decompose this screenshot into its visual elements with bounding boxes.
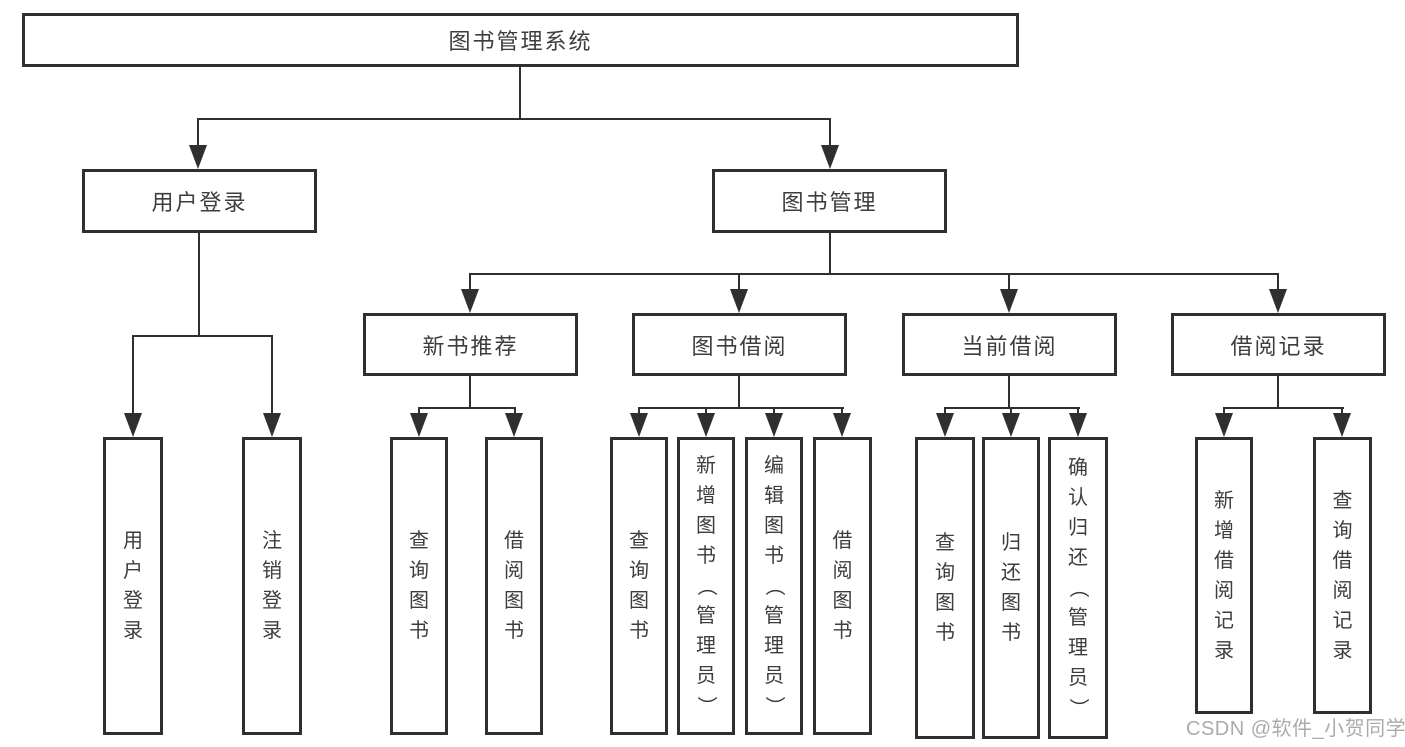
arrowhead-leaf-logout: [263, 413, 281, 437]
connector-records-stem: [1277, 376, 1279, 407]
arrowhead-br-leaf2: [1333, 413, 1351, 437]
connector-cb-leaf2-drop: [1010, 407, 1012, 415]
node-root-label: 图书管理系统: [448, 29, 593, 54]
leaf-br-add-record: 新增借阅记录: [1195, 437, 1253, 714]
arrowhead-new-books: [461, 289, 479, 313]
connector-root-stem: [519, 67, 521, 119]
leaf-br-query-record: 查询借阅记录: [1313, 437, 1372, 714]
connector-borrow-branch: [638, 407, 844, 409]
arrowhead-nb-leaf2: [505, 413, 523, 437]
connector-bb-leaf3-drop: [773, 407, 775, 415]
connector-current-stem: [1008, 376, 1010, 407]
leaf-bb-borrow-books-label: 借阅图书: [832, 530, 853, 642]
connector-level2-branch: [469, 273, 1279, 275]
connector-bb-leaf4-drop: [841, 407, 843, 415]
connector-nb-leaf2-drop: [514, 407, 516, 415]
leaf-bb-query-books-label: 查询图书: [629, 530, 649, 642]
csdn-watermark: CSDN @软件_小贺同学: [1186, 718, 1405, 740]
arrowhead-book-mgmt: [821, 145, 839, 169]
arrowhead-nb-leaf1: [410, 413, 428, 437]
connector-book-mgmt-drop: [829, 118, 831, 147]
node-user-login-label: 用户登录: [151, 190, 248, 215]
arrowhead-cb-leaf3: [1069, 413, 1087, 437]
leaf-user-login: 用户登录: [103, 437, 163, 735]
leaf-cb-confirm-return-admin-label: 确认归还（管理员）: [1067, 457, 1089, 718]
connector-current-branch: [944, 407, 1080, 409]
node-borrow-records-label: 借阅记录: [1230, 333, 1327, 359]
connector-cb-leaf1-drop: [944, 407, 946, 415]
leaf-cb-return-books-label: 归还图书: [1001, 532, 1021, 644]
leaf-bb-edit-books-admin: 编辑图书（管理员）: [745, 437, 803, 735]
connector-bb-leaf1-drop: [638, 407, 640, 415]
leaf-cb-return-books: 归还图书: [982, 437, 1040, 739]
node-book-management: 图书管理: [712, 169, 947, 233]
arrowhead-cb-leaf2: [1002, 413, 1020, 437]
arrowhead-leaf-login: [124, 413, 142, 437]
leaf-nb-borrow-books: 借阅图书: [485, 437, 543, 735]
leaf-cb-confirm-return-admin: 确认归还（管理员）: [1048, 437, 1108, 739]
connector-leaf-logout-drop: [271, 335, 273, 415]
connector-new-books-stem: [469, 376, 471, 407]
arrowhead-user-login: [189, 145, 207, 169]
connector-br-leaf1-drop: [1223, 407, 1225, 415]
node-current-borrow-label: 当前借阅: [961, 333, 1058, 359]
connector-leaf-login-drop: [132, 335, 134, 415]
arrowhead-borrow: [730, 289, 748, 313]
node-root: 图书管理系统: [22, 13, 1019, 67]
leaf-bb-query-books: 查询图书: [610, 437, 668, 735]
connector-records-drop: [1277, 273, 1279, 291]
arrowhead-records: [1269, 289, 1287, 313]
leaf-user-login-label: 用户登录: [123, 530, 143, 642]
node-book-borrow: 图书借阅: [632, 313, 847, 376]
arrowhead-current: [1000, 289, 1018, 313]
connector-new-books-drop: [469, 273, 471, 291]
node-book-management-label: 图书管理: [781, 190, 878, 215]
connector-cb-leaf3-drop: [1077, 407, 1079, 415]
leaf-br-query-record-label: 查询借阅记录: [1332, 489, 1353, 662]
connector-user-login-stem: [198, 233, 200, 335]
connector-book-mgmt-stem: [829, 233, 831, 273]
leaf-bb-edit-books-admin-label: 编辑图书（管理员）: [763, 455, 785, 716]
connector-borrow-drop: [738, 273, 740, 291]
arrowhead-bb-leaf2: [697, 413, 715, 437]
connector-new-books-branch: [418, 407, 516, 409]
node-new-book-recommend: 新书推荐: [363, 313, 578, 376]
connector-bb-leaf2-drop: [705, 407, 707, 415]
leaf-bb-add-books-admin-label: 新增图书（管理员）: [695, 455, 717, 716]
arrowhead-cb-leaf1: [936, 413, 954, 437]
arrowhead-bb-leaf3: [765, 413, 783, 437]
arrowhead-bb-leaf1: [630, 413, 648, 437]
leaf-logout: 注销登录: [242, 437, 302, 735]
leaf-nb-borrow-books-label: 借阅图书: [504, 530, 524, 642]
connector-nb-leaf1-drop: [418, 407, 420, 415]
leaf-bb-add-books-admin: 新增图书（管理员）: [677, 437, 735, 735]
leaf-cb-query-books: 查询图书: [915, 437, 975, 739]
connector-borrow-stem: [738, 376, 740, 407]
connector-br-leaf2-drop: [1341, 407, 1343, 415]
connector-level1-branch: [197, 118, 831, 120]
node-new-book-recommend-label: 新书推荐: [422, 333, 519, 359]
leaf-br-add-record-label: 新增借阅记录: [1214, 489, 1234, 662]
arrowhead-br-leaf1: [1215, 413, 1233, 437]
node-current-borrow: 当前借阅: [902, 313, 1117, 376]
connector-user-login-drop: [197, 118, 199, 147]
connector-user-login-branch: [132, 335, 273, 337]
leaf-nb-query-books: 查询图书: [390, 437, 448, 735]
node-user-login: 用户登录: [82, 169, 317, 233]
connector-current-drop: [1008, 273, 1010, 291]
arrowhead-bb-leaf4: [833, 413, 851, 437]
node-book-borrow-label: 图书借阅: [691, 333, 788, 359]
leaf-cb-query-books-label: 查询图书: [935, 532, 955, 644]
leaf-logout-label: 注销登录: [262, 530, 282, 642]
connector-records-branch: [1223, 407, 1344, 409]
leaf-bb-borrow-books: 借阅图书: [813, 437, 872, 735]
leaf-nb-query-books-label: 查询图书: [409, 530, 429, 642]
node-borrow-records: 借阅记录: [1171, 313, 1386, 376]
